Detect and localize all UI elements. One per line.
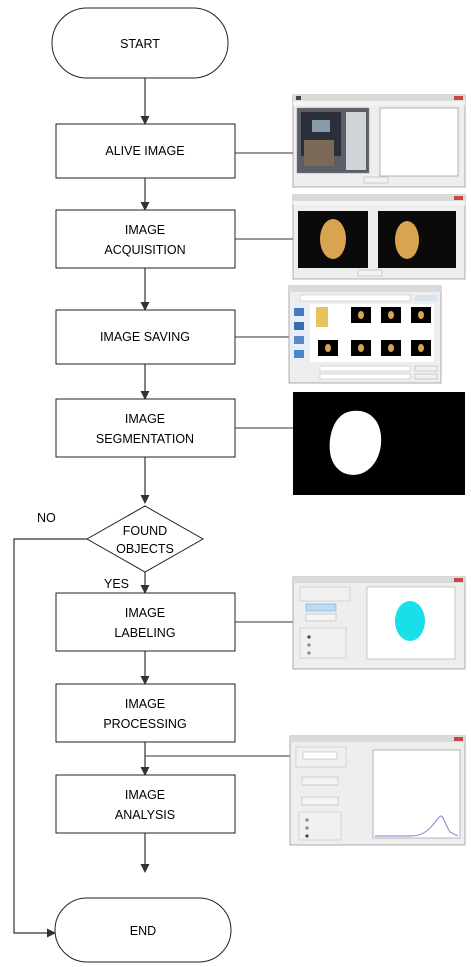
analysis-label-line2: ANALYSIS [115,808,175,822]
node-decision: FOUND OBJECTS [85,505,205,573]
thumbnail-connectors [145,152,293,757]
segmentation-label-line2: SEGMENTATION [96,432,194,446]
analysis-label-line1: IMAGE [125,788,165,802]
node-image-segmentation: IMAGE SEGMENTATION [55,398,236,458]
processing-label-line2: PROCESSING [103,717,186,731]
edge-no-to-end [13,538,87,938]
fruit-image-right [395,221,419,259]
acquisition-label-line1: IMAGE [125,223,165,237]
acquisition-label-line2: ACQUISITION [104,243,185,257]
decision-label-line1: FOUND [123,524,167,538]
labeling-label-line1: IMAGE [125,606,165,620]
analysis-curve [375,815,459,837]
analysis-window-screenshot [289,735,466,846]
fruit-image-left [320,219,346,259]
flow-edges [13,78,150,938]
save-dialog-screenshot [288,285,442,384]
labeling-window-screenshot [292,576,466,670]
segmentation-label-line1: IMAGE [125,412,165,426]
node-image-analysis: IMAGE ANALYSIS [55,774,236,834]
acquisition-window-screenshot [292,194,466,280]
node-end: END [54,897,232,963]
node-image-acquisition: IMAGE ACQUISITION [55,209,236,269]
webcam-window-screenshot [292,94,466,188]
no-label: NO [37,511,56,525]
saving-label: IMAGE SAVING [100,330,190,344]
node-image-saving: IMAGE SAVING [55,309,236,365]
node-start: START [51,7,229,79]
alive-image-label: ALIVE IMAGE [105,144,184,158]
node-image-processing: IMAGE PROCESSING [55,683,236,743]
node-alive-image: ALIVE IMAGE [55,123,236,179]
yes-label: YES [104,577,129,591]
node-image-labeling: IMAGE LABELING [55,592,236,652]
start-label: START [120,37,160,51]
processing-label-line1: IMAGE [125,697,165,711]
labeling-label-line2: LABELING [114,626,175,640]
decision-label-line2: OBJECTS [116,542,174,556]
end-label: END [130,924,156,938]
segmentation-mask-image [293,392,465,495]
labeled-object [395,601,425,641]
